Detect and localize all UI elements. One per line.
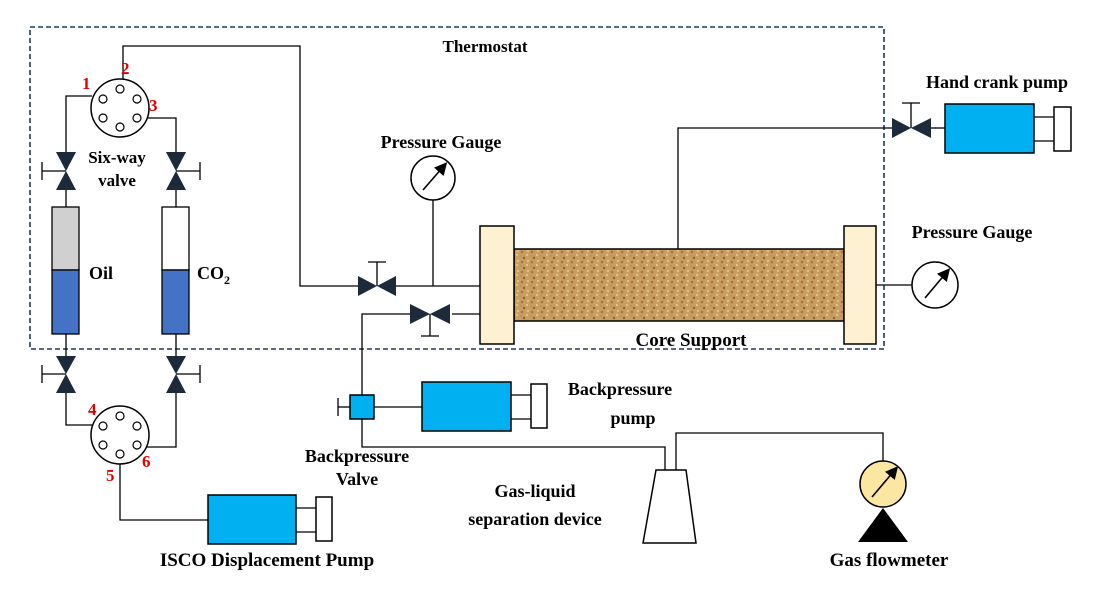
piping bbox=[65, 45, 945, 521]
pressure-gauge-right bbox=[911, 261, 959, 309]
core-support-label: Core Support bbox=[635, 330, 747, 351]
isco-pump-label: ISCO Displacement Pump bbox=[160, 550, 374, 571]
backpressure-pump-label-line2: pump bbox=[610, 408, 655, 428]
six-way-valve-label-line2: valve bbox=[98, 171, 136, 190]
pressure-gauge-top bbox=[410, 155, 456, 201]
backpressure-valve-label-line1: Backpressure bbox=[305, 446, 409, 466]
port-number-1: 1 bbox=[82, 74, 91, 93]
port-number-6: 6 bbox=[142, 452, 151, 471]
gas-liquid-label-line1: Gas-liquid bbox=[494, 481, 575, 501]
gas-flowmeter bbox=[858, 460, 908, 542]
needle-valve-oil-upper[interactable] bbox=[41, 152, 76, 190]
pressure-gauge-top-label: Pressure Gauge bbox=[381, 132, 502, 152]
co2-label: CO2 bbox=[197, 263, 230, 287]
core-holder bbox=[479, 225, 877, 345]
isco-displacement-pump[interactable] bbox=[207, 494, 333, 545]
outlet-valve[interactable] bbox=[410, 304, 450, 337]
gas-flowmeter-label: Gas flowmeter bbox=[830, 550, 949, 571]
oil-label: Oil bbox=[89, 263, 113, 283]
port-number-3: 3 bbox=[149, 96, 158, 115]
oil-cylinder bbox=[51, 206, 80, 335]
needle-valve-co2-upper[interactable] bbox=[166, 152, 201, 190]
co2-cylinder bbox=[161, 206, 190, 335]
thermostat-label: Thermostat bbox=[443, 37, 528, 56]
backpressure-pump-label-line1: Backpressure bbox=[568, 379, 672, 399]
thermostat-border bbox=[29, 26, 885, 350]
needle-valve-co2-lower[interactable] bbox=[166, 356, 201, 393]
pressure-gauge-right-label: Pressure Gauge bbox=[912, 222, 1033, 242]
six-way-valve-label-line1: Six-way bbox=[88, 148, 146, 167]
backpressure-pump[interactable] bbox=[421, 381, 548, 432]
port-number-2: 2 bbox=[121, 59, 130, 78]
gas-liquid-separator bbox=[642, 469, 697, 544]
inlet-valve[interactable] bbox=[358, 261, 396, 296]
needle-valve-oil-lower[interactable] bbox=[41, 356, 76, 393]
port-number-5: 5 bbox=[106, 466, 115, 485]
backpressure-valve-label-line2: Valve bbox=[336, 469, 378, 489]
port-number-4: 4 bbox=[88, 400, 97, 419]
six-way-valve-bottom[interactable] bbox=[90, 405, 150, 465]
backpressure-valve[interactable] bbox=[337, 394, 375, 420]
hand-crank-pump-label: Hand crank pump bbox=[926, 72, 1068, 92]
six-way-valve-top[interactable] bbox=[90, 78, 150, 138]
hand-crank-valve[interactable] bbox=[892, 102, 931, 138]
hand-crank-pump[interactable] bbox=[944, 103, 1072, 154]
gas-liquid-label-line2: separation device bbox=[468, 509, 601, 529]
